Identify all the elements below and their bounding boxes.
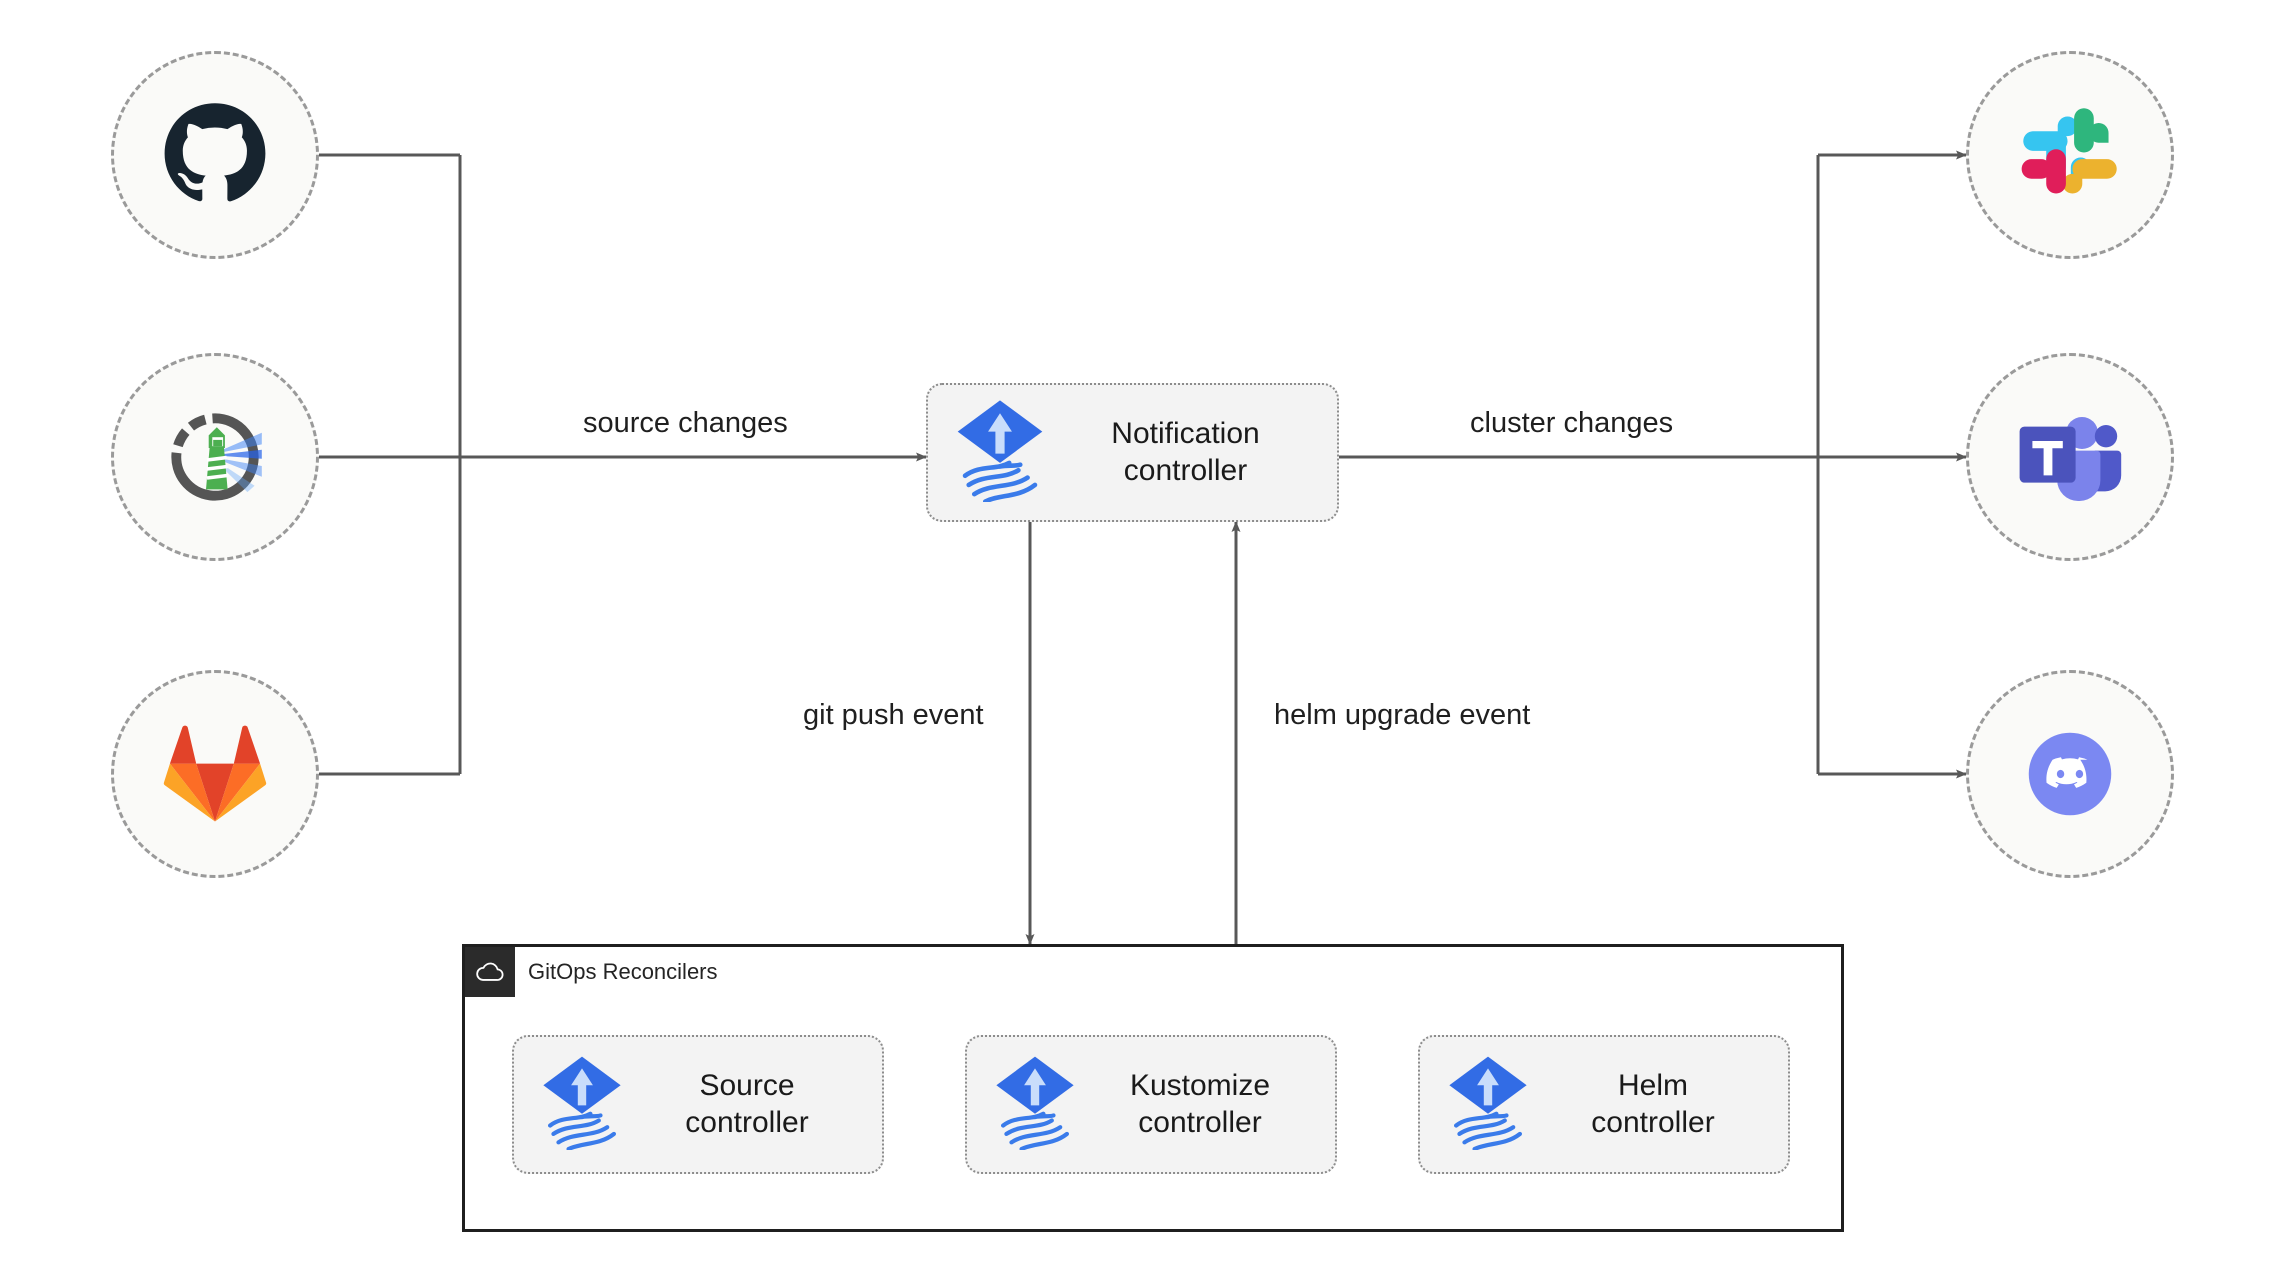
flux-icon (540, 1054, 624, 1155)
edge-label-git-push-event: git push event (803, 699, 984, 731)
edge-label-helm-upgrade-event: helm upgrade event (1274, 699, 1531, 731)
helm-controller-label: Helm controller (1591, 1068, 1715, 1139)
edge-label-source-changes: source changes (583, 407, 788, 439)
github-icon (161, 101, 269, 209)
gitops-reconcilers-header: GitOps Reconcilers (465, 947, 718, 997)
source-node-github[interactable] (111, 51, 319, 259)
notification-controller-box[interactable]: Notification controller (926, 383, 1339, 522)
source-controller-label: Source controller (685, 1068, 809, 1139)
edge-label-cluster-changes: cluster changes (1470, 407, 1674, 439)
discord-icon (2015, 719, 2125, 829)
kustomize-controller-label: Kustomize controller (1129, 1068, 1271, 1139)
slack-icon (2020, 105, 2120, 205)
helm-controller-box[interactable]: Helm controller (1418, 1035, 1790, 1174)
flux-icon (1446, 1054, 1530, 1155)
target-node-slack[interactable] (1966, 51, 2174, 259)
flux-icon (993, 1054, 1077, 1155)
source-node-gitlab[interactable] (111, 670, 319, 878)
target-node-teams[interactable] (1966, 353, 2174, 561)
gitlab-icon (163, 724, 267, 824)
gitea-icon (161, 403, 269, 511)
flux-icon (954, 398, 1046, 507)
kustomize-controller-box[interactable]: Kustomize controller (965, 1035, 1337, 1174)
cloud-icon (465, 947, 515, 997)
source-controller-box[interactable]: Source controller (512, 1035, 884, 1174)
source-node-gitea[interactable] (111, 353, 319, 561)
notification-controller-label: Notification controller (1111, 416, 1260, 487)
teams-icon (2018, 409, 2122, 505)
target-node-discord[interactable] (1966, 670, 2174, 878)
gitops-reconcilers-title: GitOps Reconcilers (528, 959, 718, 984)
